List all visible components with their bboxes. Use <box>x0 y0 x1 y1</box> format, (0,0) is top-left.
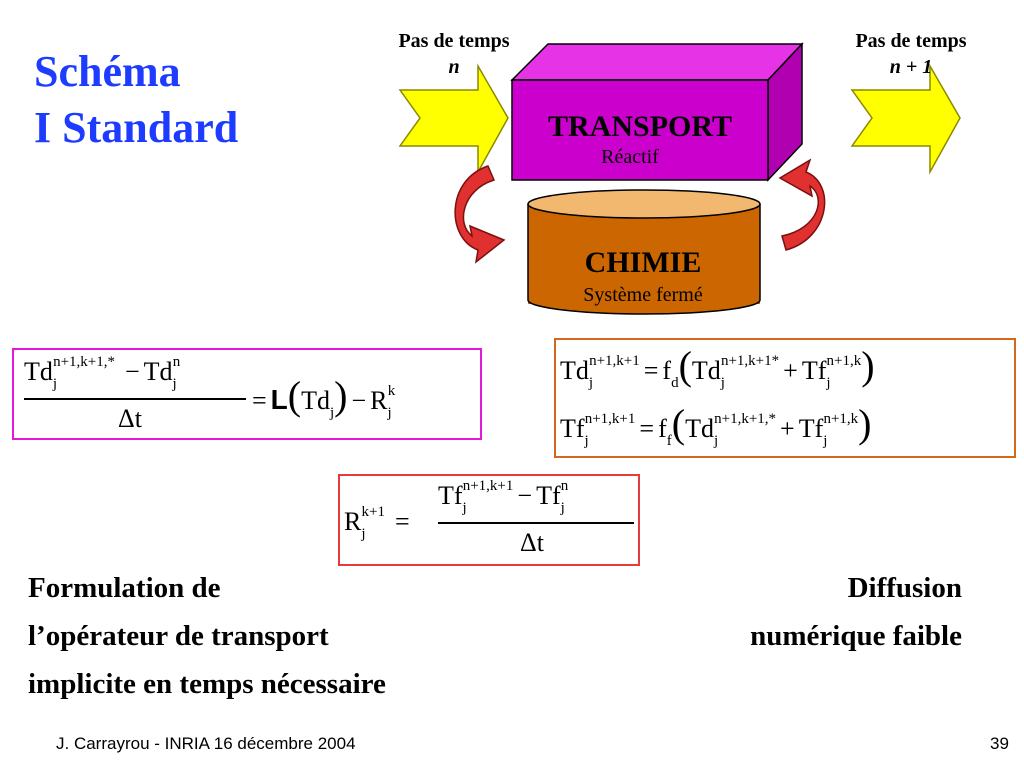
curved-arrow-left <box>454 165 506 264</box>
slide-title-line1: Schéma <box>34 47 181 96</box>
curved-arrow-right <box>778 158 826 251</box>
eq4-numerator: Tfjn+1,k+1 − Tfjn <box>438 478 569 516</box>
slide-title-line2: I Standard <box>34 103 239 152</box>
note-right-line2: numérique faible <box>750 620 962 652</box>
eq1-denominator: Δt <box>118 404 142 433</box>
note-right: Diffusion numérique faible <box>600 564 962 660</box>
eq4-fraction-bar <box>438 522 634 524</box>
slide-title: Schéma I Standard <box>34 44 238 156</box>
step-n-text: Pas de temps <box>398 30 510 52</box>
eq3: Tfjn+1,k+1 = ff(Tdjn+1,k+1,* + Tfjn+1,k) <box>560 401 872 449</box>
arrow-step-n <box>398 63 509 175</box>
eq4-denominator: Δt <box>520 528 544 557</box>
equation-box-transport: Tdjn+1,k+1,* − Tdjn Δt = L(Tdj) − Rjk <box>12 348 482 440</box>
transport-block <box>510 42 804 182</box>
equation-box-chemistry: Tdjn+1,k+1 = fd(Tdjn+1,k+1* + Tfjn+1,k) … <box>554 338 1016 458</box>
chimie-subtitle: Système fermé <box>583 284 703 306</box>
slide-number: 39 <box>990 734 1009 753</box>
eq4-lhs: Rjk+1 = <box>344 504 410 542</box>
eq1-numerator: Tdjn+1,k+1,* − Tdjn <box>24 354 181 392</box>
arrow-step-n1 <box>850 63 961 175</box>
step-n-index: n <box>448 56 460 78</box>
eq1-fraction-bar <box>24 398 246 400</box>
step-n1-label: Pas de temps n + 1 <box>826 28 996 80</box>
note-left-line3: implicite en temps nécessaire <box>28 668 386 700</box>
operator-L: L <box>270 384 288 415</box>
note-left-line1: Formulation de <box>28 572 221 604</box>
equation-box-residual: Rjk+1 = Tfjn+1,k+1 − Tfjn Δt <box>338 474 640 566</box>
note-left-line2: l’opérateur de transport <box>28 620 329 652</box>
eq1-rhs: = L(Tdj) − Rjk <box>252 373 396 421</box>
note-left: Formulation de l’opérateur de transport … <box>28 564 548 708</box>
step-n1-text: Pas de temps <box>855 30 967 52</box>
transport-subtitle: Réactif <box>601 146 659 168</box>
chimie-block <box>527 189 761 315</box>
chimie-title: CHIMIE <box>584 246 702 279</box>
step-n-label: Pas de temps n <box>374 28 534 80</box>
step-n1-index: n + 1 <box>889 56 933 78</box>
eq2: Tdjn+1,k+1 = fd(Tdjn+1,k+1* + Tfjn+1,k) <box>560 343 875 391</box>
footer-text: J. Carrayrou - INRIA 16 décembre 2004 <box>56 734 356 753</box>
note-right-line1: Diffusion <box>847 572 962 604</box>
transport-title: TRANSPORT <box>548 110 732 143</box>
